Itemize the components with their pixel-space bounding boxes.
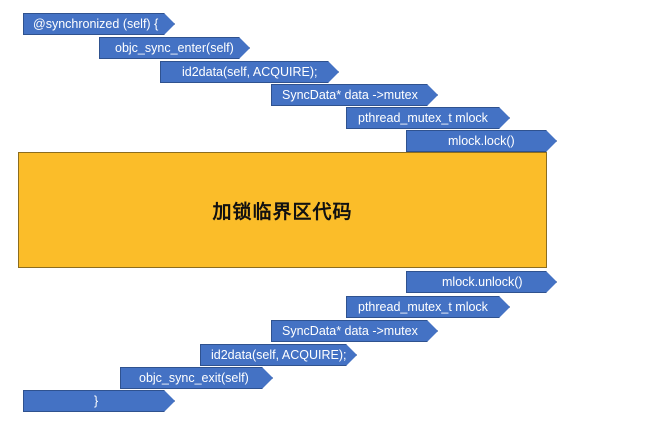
step-label: objc_sync_exit(self): [139, 371, 249, 385]
step-id2data-acquire: id2data(self, ACQUIRE);: [160, 61, 339, 83]
step-label: id2data(self, ACQUIRE);: [211, 348, 347, 362]
step-objc-sync-exit: objc_sync_exit(self): [120, 367, 273, 389]
step-mlock-lock: mlock.lock(): [406, 130, 557, 152]
step-pthread-mutex: pthread_mutex_t mlock: [346, 107, 510, 129]
step-label: SyncData* data ->mutex: [282, 324, 418, 338]
step-label: pthread_mutex_t mlock: [358, 111, 488, 125]
step-syncdata-mutex: SyncData* data ->mutex: [271, 84, 438, 106]
step-pthread-mutex-exit: pthread_mutex_t mlock: [346, 296, 510, 318]
step-syncdata-mutex-exit: SyncData* data ->mutex: [271, 320, 438, 342]
step-label: objc_sync_enter(self): [115, 41, 234, 55]
critical-section-label: 加锁临界区代码: [212, 200, 353, 223]
step-label: id2data(self, ACQUIRE);: [182, 65, 318, 79]
step-closing-brace: }: [23, 390, 175, 412]
step-label: }: [94, 394, 99, 408]
step-label: SyncData* data ->mutex: [282, 88, 418, 102]
step-label: @synchronized (self) {: [33, 17, 159, 31]
step-synchronized-open: @synchronized (self) {: [23, 13, 175, 35]
critical-section-block: 加锁临界区代码: [18, 152, 547, 268]
step-label: mlock.lock(): [448, 134, 515, 148]
step-id2data-exit: id2data(self, ACQUIRE);: [200, 344, 357, 366]
step-mlock-unlock: mlock.unlock(): [406, 271, 557, 293]
step-objc-sync-enter: objc_sync_enter(self): [99, 37, 250, 59]
step-label: pthread_mutex_t mlock: [358, 300, 488, 314]
step-label: mlock.unlock(): [442, 275, 523, 289]
